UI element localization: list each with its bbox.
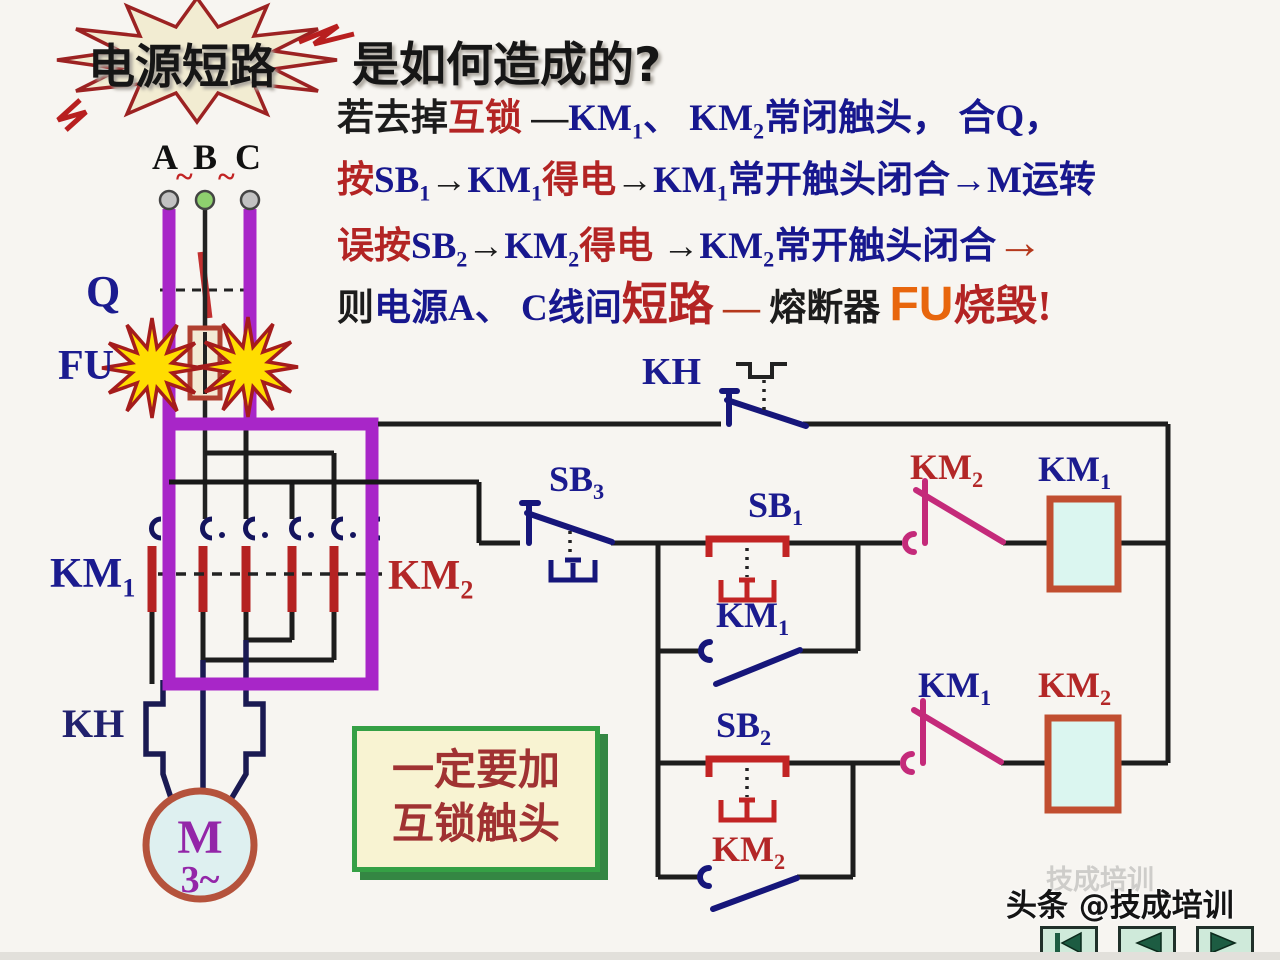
km2-coil — [1044, 714, 1122, 814]
text-segment: 2 — [753, 118, 765, 144]
motor-symbol — [142, 787, 258, 903]
text-segment: KM — [504, 226, 569, 267]
km1-selfhold-contact — [698, 639, 803, 687]
warning-line-2: 互锁触头 — [391, 802, 560, 848]
text-segment: 1 — [531, 180, 543, 206]
km2-interlock-label: KM2 — [910, 447, 984, 493]
text-segment: 短路 — [621, 279, 714, 330]
km1-interlock-label: KM1 — [918, 665, 992, 711]
text-segment: 则 — [337, 288, 374, 329]
text-segment: SB — [411, 226, 457, 267]
text-segment: 烧毁! — [953, 284, 1052, 330]
kh-ctrl-label: KH — [642, 351, 702, 393]
page-title: 是如何造成的? — [352, 38, 662, 93]
text-segment: 1 — [716, 180, 728, 206]
text-segment: 得电 — [579, 226, 654, 267]
km2-interlock-contact — [902, 478, 1006, 555]
km1-selfhold-label: KM1 — [716, 595, 790, 641]
km1-interlock-contact — [900, 698, 1004, 775]
warning-line-1: 一定要加 — [391, 748, 560, 795]
km2-selfhold-contact — [697, 865, 800, 912]
km1-coil-label: KM1 — [1038, 449, 1112, 495]
text-segment: 熔断器 — [769, 288, 890, 329]
kh-main-label: KH — [62, 701, 125, 746]
phase-b-label: B — [193, 137, 218, 177]
text-segment: — — [713, 288, 770, 329]
sb3-button-symbol — [519, 500, 615, 583]
text-segment: 1 — [631, 118, 644, 144]
km2-selfhold-label: KM2 — [712, 829, 786, 875]
phase-terminals — [158, 189, 261, 211]
previous-arrow-icon — [1135, 931, 1162, 955]
tilde-1: ~ — [176, 158, 193, 194]
text-segment: 得电 — [542, 160, 617, 201]
explanation-lines: 若去掉互锁 —KM1、 KM2常闭触头， 合Q，按SB1→KM1得电→KM1常开… — [337, 88, 1237, 336]
starburst-shape — [56, 0, 338, 125]
phase-a-label: A — [152, 137, 178, 177]
explosion-icon — [101, 316, 299, 419]
title-burst-text: 电源短路 — [88, 40, 276, 95]
sb2-label: SB2 — [716, 705, 772, 751]
text-segment: → — [653, 226, 700, 267]
sb3-label: SB3 — [549, 459, 605, 505]
explanation-line: 按SB1→KM1得电→KM1常开触头闭合→M运转 — [337, 150, 1237, 212]
text-segment: 常开触头闭合→M运转 — [727, 160, 1096, 201]
kh-thermal-glyph — [736, 362, 787, 379]
sb1-label: SB1 — [748, 485, 804, 531]
next-arrow-icon — [1210, 931, 1237, 955]
text-segment: 互锁 — [448, 98, 522, 139]
motor-phase: 3~ — [180, 859, 220, 901]
text-segment: → — [430, 160, 468, 201]
phase-c-label: C — [235, 137, 261, 177]
sb2-button-symbol — [705, 755, 790, 823]
text-segment: SB — [374, 160, 420, 201]
text-segment: KM — [467, 160, 532, 201]
text-segment: 若去掉 — [337, 98, 448, 139]
motor-letter: M — [177, 811, 223, 864]
fu-label: FU — [58, 343, 114, 389]
text-segment: → — [467, 226, 505, 267]
text-segment: 2 — [568, 246, 580, 272]
q-label: Q — [86, 267, 121, 316]
text-segment: 电源A、 C线间 — [374, 288, 622, 329]
text-segment: KM — [653, 160, 717, 201]
text-segment: 2 — [456, 246, 468, 272]
km1-coil — [1046, 495, 1122, 593]
text-segment: 误按 — [337, 226, 411, 267]
text-segment: → — [996, 217, 1044, 269]
text-segment: — — [522, 98, 569, 139]
text-segment: KM — [699, 226, 764, 267]
sb1-button-symbol — [705, 535, 790, 603]
text-segment: 2 — [763, 246, 775, 272]
text-segment: 、 — [643, 98, 690, 139]
km2-coil-label: KM2 — [1038, 665, 1112, 711]
kh-contact-symbol — [719, 388, 809, 429]
tilde-2: ~ — [218, 158, 235, 194]
text-segment: 1 — [419, 180, 431, 206]
text-segment: → — [616, 160, 654, 201]
watermark-text: 头条 @技成培训 — [1006, 888, 1234, 924]
text-segment: 常开触头闭合 — [774, 226, 997, 267]
km1-km2-main-contacts — [147, 516, 382, 612]
explanation-line: 若去掉互锁 —KM1、 KM2常闭触头， 合Q， — [337, 88, 1237, 150]
text-segment: 常闭触头， 合Q， — [764, 98, 1062, 139]
text-segment: KM — [689, 98, 753, 139]
text-segment: FU — [889, 278, 954, 331]
bottom-edge-strip — [0, 952, 1280, 960]
km2-main-label: KM2 — [388, 553, 474, 605]
text-segment: KM — [568, 98, 632, 139]
skip-to-start-icon — [1055, 931, 1082, 955]
explanation-line: 则电源A、 C线间短路 — 熔断器 FU烧毁! — [337, 274, 1237, 336]
interlock-warning-box: 一定要加 互锁触头 — [352, 726, 600, 872]
km1-main-label: KM1 — [50, 551, 136, 603]
explanation-line: 误按SB2→KM2得电 →KM2常开触头闭合→ — [337, 212, 1237, 274]
lightning-decoration-icon — [56, 23, 355, 132]
watermark-faint: 技成培训 — [1046, 865, 1154, 895]
text-segment: 按 — [337, 160, 374, 201]
